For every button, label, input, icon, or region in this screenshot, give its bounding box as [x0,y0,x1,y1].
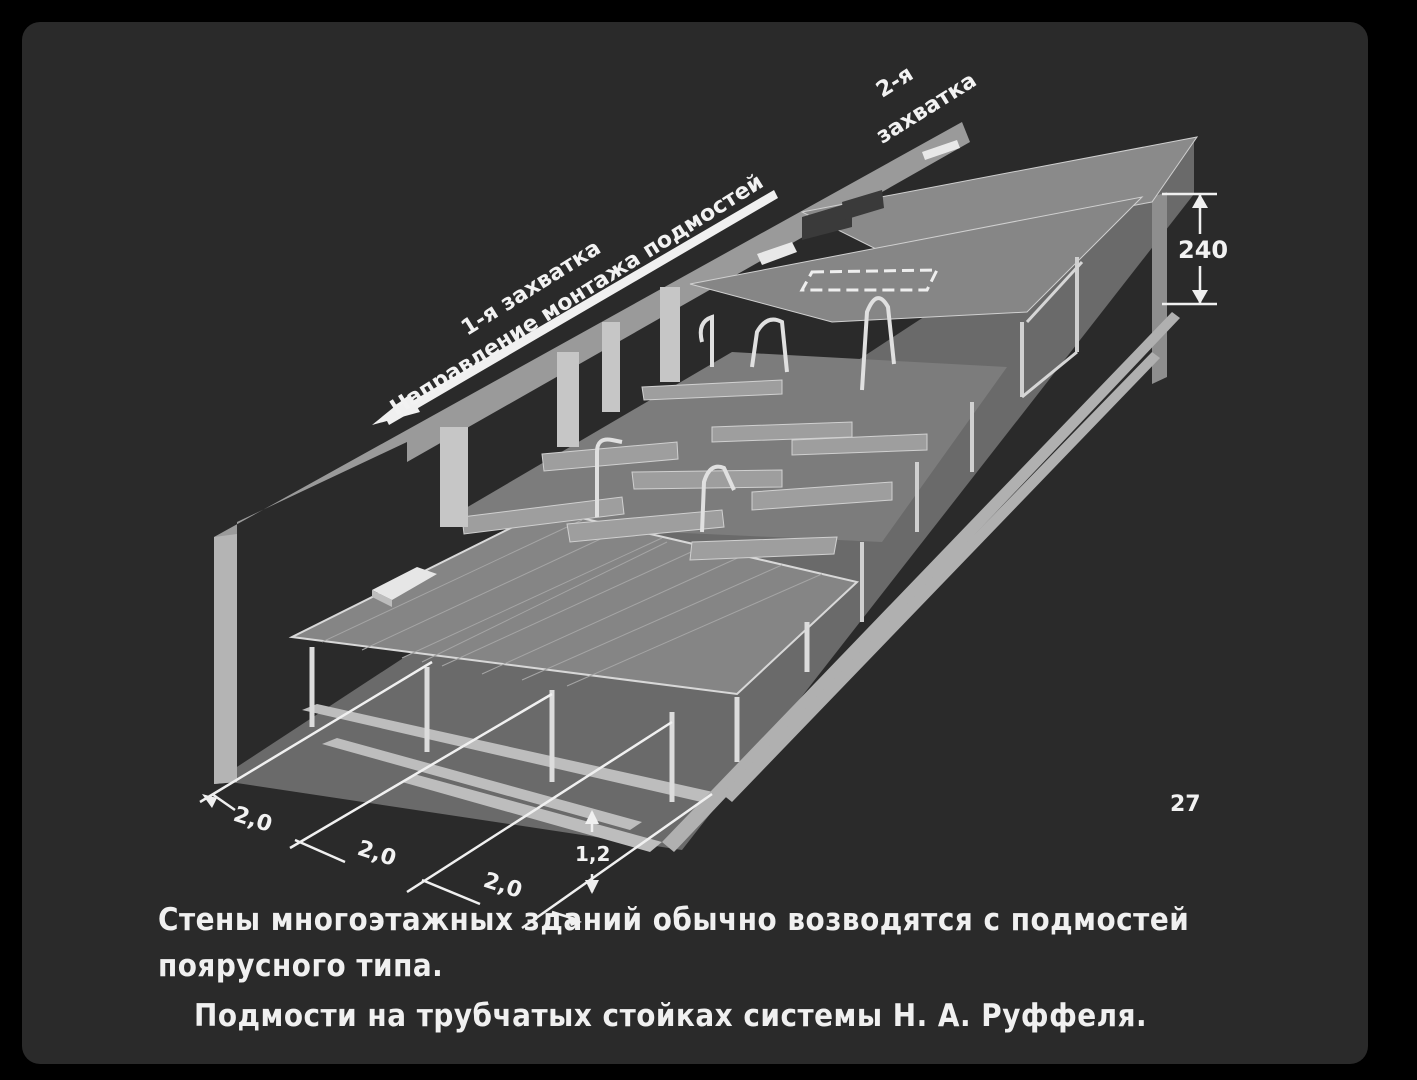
slide-frame: 1-я захватка Направление монтажа подмост… [22,22,1368,1064]
caption-line-3: Подмости на трубчатых стойках системы Н.… [194,998,1148,1034]
scaffold-illustration [199,122,1217,930]
material-blocks [757,140,960,265]
width-dimension [585,810,599,894]
dark-blocks [802,190,884,240]
wall-pilasters [440,287,680,527]
long-wall-face [214,534,237,784]
lifting-hooks [595,296,896,533]
brick-stack [372,567,437,607]
slide-number: 27 [1170,792,1201,817]
posts-far [860,257,1079,622]
braces [1021,260,1084,399]
direction-arrow [372,190,778,425]
span-dimensions [199,660,713,930]
side-rails [662,312,1180,852]
opening-outline [799,268,940,292]
crossing-planks [461,379,928,561]
upper-deck-far [800,136,1199,253]
caption-line-2: поярусного типа. [158,948,444,984]
height-dimension [1162,192,1217,306]
caption-line-1: Стены многоэтажных зданий обычно возводя… [158,902,1190,938]
width-dimension-value: 1,2 [575,842,611,866]
near-deck-planks [321,519,823,687]
posts-near [309,622,810,802]
height-dimension-value: 240 [1178,236,1229,264]
